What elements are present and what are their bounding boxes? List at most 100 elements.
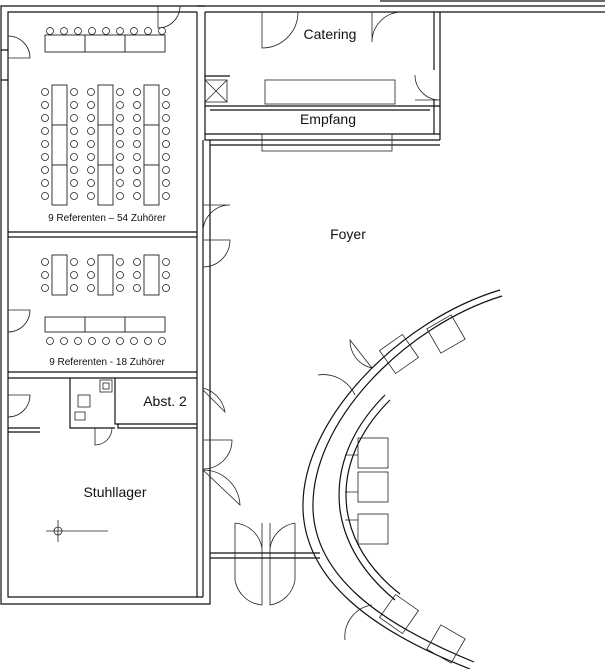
chair — [70, 114, 78, 122]
chair — [158, 27, 166, 35]
chair — [70, 140, 78, 148]
chair — [133, 88, 141, 96]
presenter-table — [84, 316, 126, 333]
survey-marker-icon — [46, 520, 108, 542]
small-room-furniture — [41, 254, 170, 345]
chair — [87, 140, 95, 148]
chair — [116, 258, 124, 266]
chair — [70, 88, 78, 96]
audience-table — [143, 124, 160, 166]
chair — [133, 101, 141, 109]
chair — [70, 192, 78, 200]
chair — [87, 101, 95, 109]
chair — [87, 153, 95, 161]
chair — [70, 271, 78, 279]
chair — [116, 337, 124, 345]
chair — [116, 101, 124, 109]
chair — [133, 271, 141, 279]
large-room-furniture — [41, 27, 170, 206]
chair — [88, 337, 96, 345]
presenter-table — [44, 316, 86, 333]
chair — [87, 271, 95, 279]
presenter-table — [124, 316, 166, 333]
audience-table — [51, 84, 68, 126]
chair — [60, 337, 68, 345]
stuhllager-label: Stuhllager — [83, 484, 146, 500]
audience-table — [51, 164, 68, 206]
chair — [88, 27, 96, 35]
presenter-table — [84, 34, 126, 53]
chair — [70, 258, 78, 266]
chair — [74, 27, 82, 35]
chair — [41, 258, 49, 266]
chair — [116, 192, 124, 200]
chair — [102, 27, 110, 35]
chair — [41, 140, 49, 148]
chair — [162, 101, 170, 109]
chair — [41, 166, 49, 174]
chair — [102, 337, 110, 345]
chair — [46, 27, 54, 35]
chair — [162, 192, 170, 200]
abst-label: Abst. 2 — [143, 393, 187, 409]
chair — [87, 284, 95, 292]
wc-fixtures — [74, 379, 113, 421]
audience-table — [97, 254, 114, 296]
chair — [116, 27, 124, 35]
chair — [87, 192, 95, 200]
chair — [133, 284, 141, 292]
outer-walls — [0, 0, 605, 605]
chair — [41, 271, 49, 279]
presenter-table — [124, 34, 166, 53]
chair — [133, 140, 141, 148]
chair — [70, 179, 78, 187]
audience-table — [143, 164, 160, 206]
chair — [133, 153, 141, 161]
chair — [116, 114, 124, 122]
chair — [41, 179, 49, 187]
audience-table — [143, 254, 160, 296]
chair — [130, 337, 138, 345]
chair — [41, 114, 49, 122]
chair — [74, 337, 82, 345]
interior-walls — [8, 12, 441, 433]
foyer-label: Foyer — [330, 226, 366, 242]
chair — [116, 140, 124, 148]
chair — [162, 140, 170, 148]
room-labels: Catering Empfang Foyer 9 Referenten – 54… — [48, 26, 366, 500]
doors — [1, 5, 441, 606]
chair — [70, 127, 78, 135]
chair — [116, 271, 124, 279]
curved-facade — [302, 289, 503, 669]
chair — [87, 127, 95, 135]
chair — [87, 114, 95, 122]
chair — [162, 179, 170, 187]
audience-table — [97, 124, 114, 166]
chair — [133, 114, 141, 122]
chair — [70, 153, 78, 161]
presenter-table — [44, 34, 86, 53]
audience-table — [97, 84, 114, 126]
chair — [41, 153, 49, 161]
chair — [133, 166, 141, 174]
chair — [144, 27, 152, 35]
chair — [162, 284, 170, 292]
audience-table — [51, 254, 68, 296]
chair — [162, 114, 170, 122]
chair — [116, 88, 124, 96]
audience-table — [97, 164, 114, 206]
chair — [158, 337, 166, 345]
audience-table — [51, 124, 68, 166]
chair — [87, 179, 95, 187]
chair — [116, 127, 124, 135]
chair — [116, 153, 124, 161]
chair — [133, 127, 141, 135]
audience-table — [143, 84, 160, 126]
chair — [116, 179, 124, 187]
catering-label: Catering — [304, 26, 357, 42]
chair — [46, 337, 54, 345]
chair — [87, 166, 95, 174]
chair — [133, 179, 141, 187]
chair — [41, 284, 49, 292]
